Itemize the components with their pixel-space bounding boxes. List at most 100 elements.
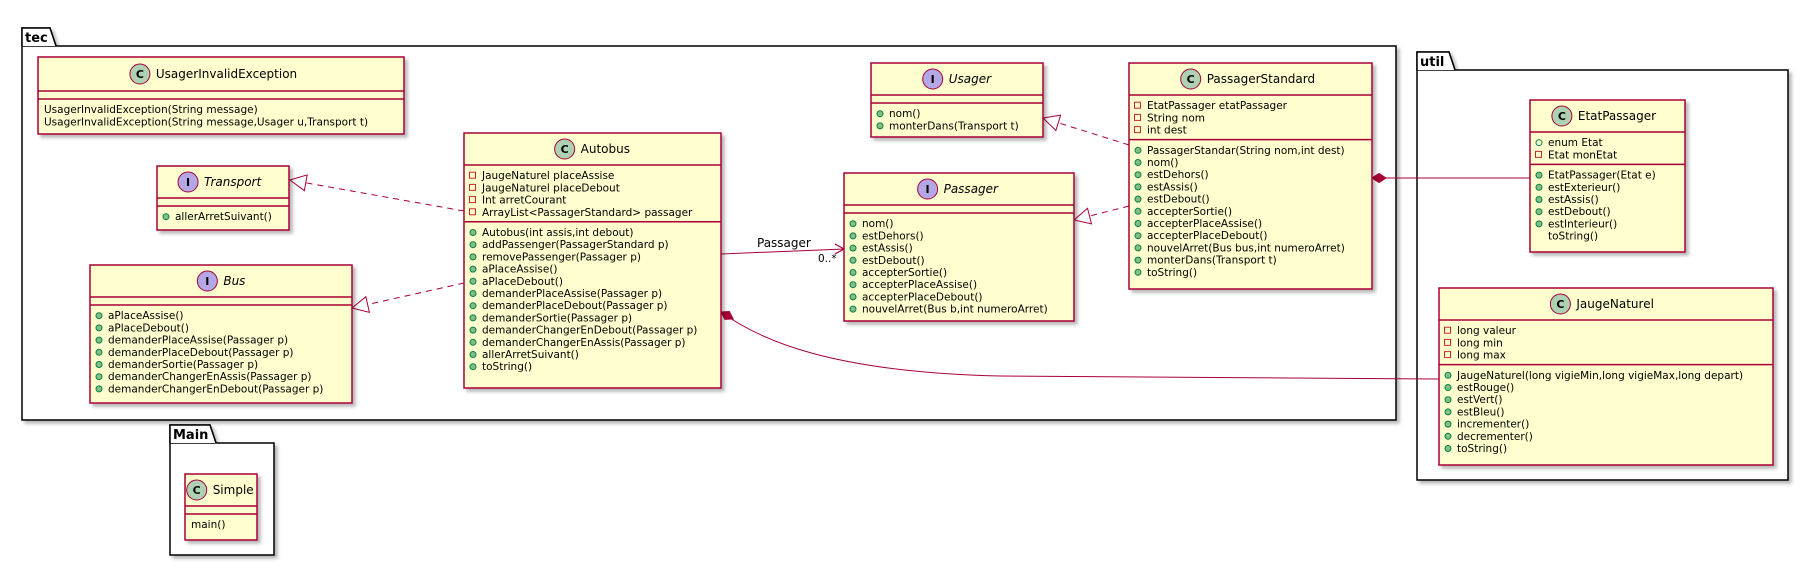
realization-line	[367, 282, 465, 306]
relation-passagerstandard-passager	[1072, 205, 1130, 225]
class-method: aPlaceAssise()	[108, 310, 184, 322]
class-method: incrementer()	[1457, 419, 1529, 431]
public-marker-icon	[1535, 208, 1543, 216]
public-marker-icon	[1134, 146, 1142, 154]
public-marker-icon	[95, 336, 103, 344]
public-marker-icon	[1444, 420, 1452, 428]
class-field: EtatPassager etatPassager	[1147, 100, 1288, 112]
public-marker-icon	[469, 241, 477, 249]
class-name: Autobus	[581, 142, 630, 156]
class-method: estDebout()	[1548, 206, 1611, 218]
public-marker-icon	[1134, 183, 1142, 191]
public-marker-icon	[95, 385, 103, 393]
public-marker-icon	[95, 361, 103, 368]
class-bus: BusIaPlaceAssise()aPlaceDebout()demander…	[89, 264, 353, 404]
class-name: Usager	[949, 72, 992, 86]
class-method: accepterPlaceAssise()	[1147, 218, 1262, 230]
public-marker-icon	[469, 277, 477, 285]
package-tab-outline	[21, 27, 57, 47]
stereotype-letter: C	[561, 143, 569, 156]
private-marker-icon	[1134, 113, 1141, 121]
relation-autobus-jaugenaturel	[720, 311, 1440, 380]
class-field: String nom	[1147, 112, 1205, 124]
private-marker-icon	[469, 196, 476, 204]
realization-arrowhead	[288, 174, 308, 192]
public-marker-icon	[849, 293, 857, 301]
class-method: EtatPassager(Etat e)	[1548, 170, 1656, 182]
class-name: Transport	[204, 175, 262, 189]
relation-autobus-transport	[288, 174, 465, 212]
class-name: Passager	[944, 182, 999, 196]
interface-badge-icon	[917, 178, 939, 200]
public-marker-icon	[1134, 244, 1142, 252]
class-box	[89, 264, 353, 404]
private-marker-icon	[1444, 351, 1451, 359]
public-marker-icon	[469, 302, 477, 310]
class-field: JaugeNaturel placeAssise	[481, 170, 614, 182]
public-marker-icon	[849, 281, 857, 289]
composition-diamond	[720, 311, 734, 320]
public-marker-icon	[1134, 268, 1142, 276]
class-method: accepterSortie()	[862, 267, 947, 279]
public-marker-icon	[1535, 183, 1543, 191]
class-method: estRouge()	[1457, 382, 1514, 394]
public-marker-icon	[849, 232, 857, 240]
class-method: aPlaceDebout()	[108, 322, 189, 334]
class-box	[1128, 62, 1373, 290]
private-marker-icon	[1134, 126, 1141, 134]
class-name: EtatPassager	[1578, 109, 1656, 123]
class-autobus: Autobus C JaugeNaturel placeAssiseJaugeNat…	[463, 132, 722, 389]
package-tab-outline	[1416, 51, 1456, 71]
class-method: nom()	[889, 108, 921, 120]
interface-badge-icon	[196, 270, 218, 292]
stereotype-letter: C	[193, 484, 201, 497]
association-line	[720, 248, 845, 255]
class-method: estInterieur()	[1548, 218, 1617, 230]
class-field: JaugeNaturel placeDebout	[481, 182, 620, 194]
class-method: demanderPlaceAssise(Passager p)	[108, 335, 288, 347]
public-marker-icon	[1444, 432, 1452, 440]
class-method: nouvelArret(Bus b,int numeroArret)	[862, 304, 1048, 316]
class-method: demanderChangerEnAssis(Passager p)	[482, 337, 686, 349]
public-marker-icon	[876, 122, 884, 130]
public-marker-icon	[95, 312, 103, 320]
class-method: estAssis()	[1548, 194, 1599, 206]
public-marker-icon	[469, 253, 477, 261]
class-box	[1438, 287, 1774, 466]
class-method: demanderSortie(Passager p)	[482, 312, 632, 324]
class-method: demanderPlaceDebout(Passager p)	[482, 300, 668, 312]
class-method: demanderChangerEnDebout(Passager p)	[482, 325, 697, 337]
composition-diamond	[1371, 172, 1387, 184]
class-field: int dest	[1147, 125, 1187, 137]
class-method: estAssis()	[862, 243, 913, 255]
class-field: ArrayList<PassagerStandard> passager	[482, 207, 693, 219]
realization-arrowhead	[1041, 114, 1062, 132]
public-marker-icon	[1134, 171, 1142, 179]
private-marker-icon	[469, 171, 476, 179]
public-marker-icon	[469, 314, 477, 322]
interface-badge-icon	[922, 68, 944, 90]
class-method: estAssis()	[1147, 181, 1198, 193]
class-name: UsagerInvalidException	[156, 67, 297, 81]
private-marker-icon	[469, 183, 476, 191]
realization-line	[1058, 122, 1130, 146]
public-marker-icon	[469, 265, 477, 273]
class-method: demanderChangerEnDebout(Passager p)	[108, 383, 323, 395]
public-marker-icon	[469, 326, 477, 334]
class-method: toString()	[1548, 231, 1598, 243]
class-box	[463, 132, 722, 389]
class-method: accepterPlaceDebout()	[1147, 230, 1268, 242]
class-method: estBleu()	[1457, 406, 1504, 418]
public-marker-icon	[1444, 396, 1452, 404]
public-marker-icon	[1134, 159, 1142, 166]
class-method: decrementer()	[1457, 431, 1533, 443]
private-marker-icon	[469, 208, 476, 216]
class-method: allerArretSuivant()	[175, 211, 272, 223]
class-method: aPlaceAssise()	[482, 264, 558, 276]
realization-line	[1089, 205, 1130, 217]
class-method: demanderPlaceDebout(Passager p)	[108, 347, 294, 359]
public-marker-icon	[1134, 232, 1142, 240]
